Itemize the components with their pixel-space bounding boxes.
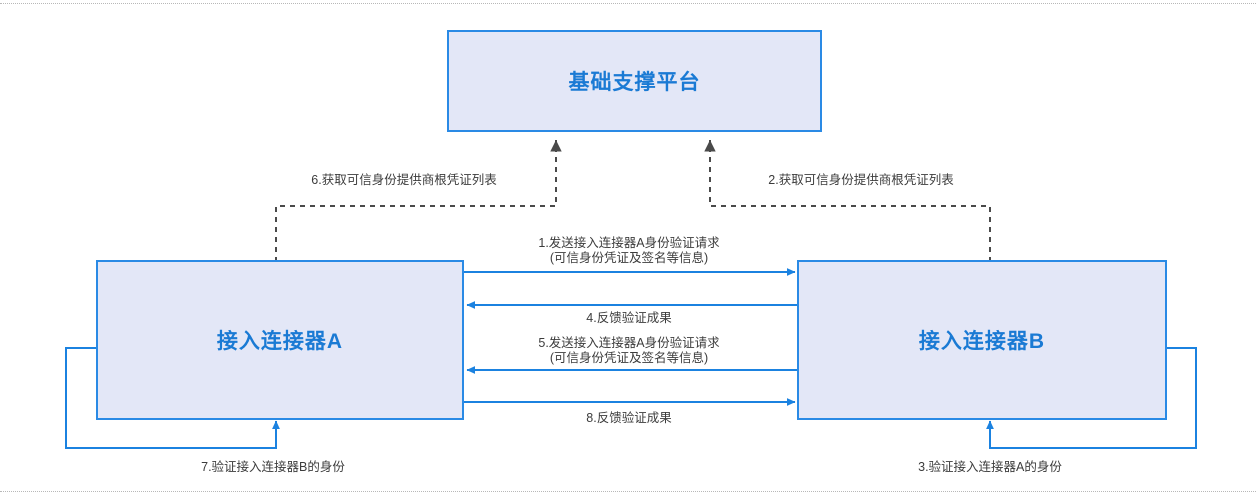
edge-3-label-line1: 3.验证接入连接器A的身份 <box>918 460 1062 474</box>
edge-2-label: 2.获取可信身份提供商根凭证列表 <box>768 173 953 188</box>
node-platform-label: 基础支撑平台 <box>568 71 701 94</box>
edge-5-label-line2: (可信身份凭证及签名等信息) <box>549 351 709 365</box>
edge-4-label: 4.反馈验证成果 <box>586 311 671 326</box>
edge-1-label-line1: 1.发送接入连接器A身份验证请求 <box>538 236 720 250</box>
edge-2-label-line1: 2.获取可信身份提供商根凭证列表 <box>768 173 954 187</box>
edge-1-label: 1.发送接入连接器A身份验证请求 (可信身份凭证及签名等信息) <box>538 236 719 266</box>
edge-8-label-line1: 8.反馈验证成果 <box>586 411 672 425</box>
node-connector-a[interactable]: 接入连接器A <box>96 260 464 420</box>
page-divider-bottom <box>0 491 1256 492</box>
edge-8-label: 8.反馈验证成果 <box>586 411 671 426</box>
edge-6-label: 6.获取可信身份提供商根凭证列表 <box>311 173 496 188</box>
node-connector-b-label: 接入连接器B <box>918 330 1046 353</box>
edge-1-label-line2: (可信身份凭证及签名等信息) <box>549 251 709 265</box>
edge-7-path <box>65 347 280 449</box>
edge-7-label-line1: 7.验证接入连接器B的身份 <box>201 460 345 474</box>
node-connector-b[interactable]: 接入连接器B <box>797 260 1167 420</box>
edge-5-label: 5.发送接入连接器A身份验证请求 (可信身份凭证及签名等信息) <box>538 336 719 366</box>
page-divider-top <box>0 3 1256 4</box>
node-connector-a-label: 接入连接器A <box>216 330 344 353</box>
node-platform[interactable]: 基础支撑平台 <box>447 30 822 132</box>
edge-6-path <box>275 140 562 262</box>
edge-6-label-line1: 6.获取可信身份提供商根凭证列表 <box>311 173 497 187</box>
edge-5-label-line1: 5.发送接入连接器A身份验证请求 <box>538 336 720 350</box>
edge-7-label: 7.验证接入连接器B的身份 <box>201 460 345 475</box>
edge-3-path <box>986 347 1197 449</box>
edge-2-path <box>704 140 991 262</box>
edge-4-label-line1: 4.反馈验证成果 <box>586 311 672 325</box>
edge-3-label: 3.验证接入连接器A的身份 <box>918 460 1062 475</box>
